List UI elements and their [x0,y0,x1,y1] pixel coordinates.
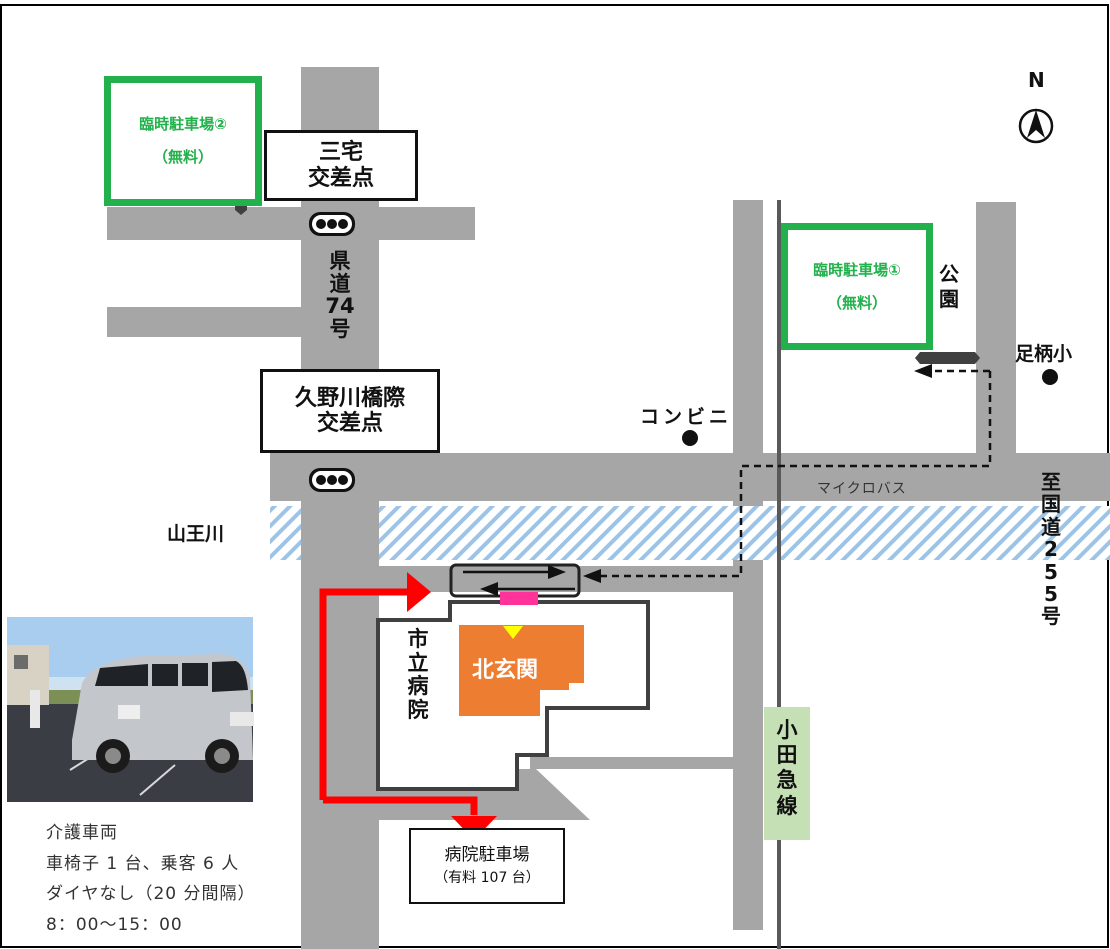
national-route-char: 至 [1041,470,1061,494]
river-label: 山王川 [167,523,225,545]
road-miyake-east-west [107,207,475,240]
hospital-parking: 病院駐車場 （有料 107 台） [409,828,565,904]
prefectural-road-char: 号 [329,317,351,342]
vehicle-info-line: 介護車両 [46,823,118,843]
hospital-name-char: 市 [407,627,429,651]
hospital-name-label: 市 立 病 院 [403,627,433,722]
prefectural-road-char: 県 [329,249,351,273]
parking1-gate [915,352,980,364]
vehicle-info: 介護車両 車椅子 1 台、乗客 6 人 ダイヤなし（20 分間隔） 8：00～1… [46,818,256,940]
hospital-parking-fee: （有料 107 台） [434,869,540,886]
north-label: N [1028,68,1045,92]
hospital-name-char: 病 [407,674,429,699]
intersection-miyake: 三宅 交差点 [264,130,418,201]
road-far-east [976,202,1016,453]
park-char: 公 [939,262,959,286]
traffic-signal-kunogawa [309,468,355,492]
intersection-miyake-line1: 三宅 [318,140,363,166]
road-east-vertical [733,200,763,930]
prefectural-road-char: 道 [329,271,351,296]
road-main-east-west [270,453,1110,501]
loop-arrow-west-head [480,582,498,596]
railway-char: 線 [776,793,798,818]
park-char: 園 [939,287,959,311]
national-route-char: 5 [1044,581,1058,606]
vehicle-info-line: 8：00～15：00 [46,914,183,935]
hospital-name-char: 立 [407,650,429,675]
railway-char: 小 [776,718,798,742]
temporary-parking-1: 臨時駐車場① （無料） [781,223,933,350]
vehicle-info-line: ダイヤなし（20 分間隔） [46,884,256,904]
red-route-to-parking [323,796,478,815]
school-label: 足柄小 [1015,343,1073,365]
red-route-to-entrance [319,588,412,800]
prefectural-road-label: 県 道 74 号 [322,250,358,341]
railway-label-bg [764,707,810,840]
railway-char: 田 [776,743,798,768]
road-hospital-south-lane [530,757,733,769]
intersection-kunogawa-line2: 交差点 [316,411,383,436]
temporary-parking-1-name: 臨時駐車場① [813,260,901,279]
national-route-label: 至 国 道 2 5 5 号 [1036,471,1066,628]
temporary-parking-2-fee: （無料） [152,148,213,166]
park-label: 公 園 [934,262,964,312]
national-route-char: 2 [1044,537,1058,562]
traffic-signal-miyake [309,212,355,236]
temporary-parking-2-name: 臨時駐車場② [139,115,227,133]
loop-arrow-east-head [548,565,566,579]
national-route-char: 国 [1041,492,1061,517]
river-sannougawa-east [379,506,1110,560]
intersection-kunogawa: 久野川橋際 交差点 [260,369,440,453]
temporary-parking-2: 臨時駐車場② （無料） [104,76,262,206]
microbus-label: マイクロバス [817,481,907,497]
north-entrance-label: 北玄関 [472,658,539,683]
school-marker [1042,369,1058,385]
vehicle-info-line: 車椅子 1 台、乗客 6 人 [46,853,240,874]
microbus-route [600,371,992,578]
national-route-char: 5 [1044,559,1058,584]
microbus-route-arrowhead [583,569,601,583]
prefectural-road-char: 74 [325,294,355,319]
railway-label: 小 田 急 線 [770,718,804,819]
care-vehicle-photo [7,617,254,802]
national-route-char: 道 [1041,514,1061,539]
intersection-miyake-line2: 交差点 [307,165,374,191]
convenience-store-marker [682,430,698,446]
river-sannougawa-west [270,506,301,560]
parking1-entry-arrowhead [914,364,932,378]
entrance-marker-triangle [503,626,523,639]
north-entrance-block [459,625,584,716]
national-route-char: 号 [1041,604,1061,629]
temporary-parking-1-fee: （無料） [826,293,887,312]
convenience-store-label: コンビニ [640,406,733,428]
intersection-kunogawa-line1: 久野川橋際 [294,385,405,411]
hospital-name-char: 院 [407,697,429,722]
red-arrow-entrance [407,572,431,612]
shuttle-stop-marker [500,592,538,605]
railway-char: 急 [776,768,798,793]
road-side-west [107,307,301,337]
north-arrow-icon [1027,110,1045,138]
hospital-parking-name: 病院駐車場 [444,845,530,866]
